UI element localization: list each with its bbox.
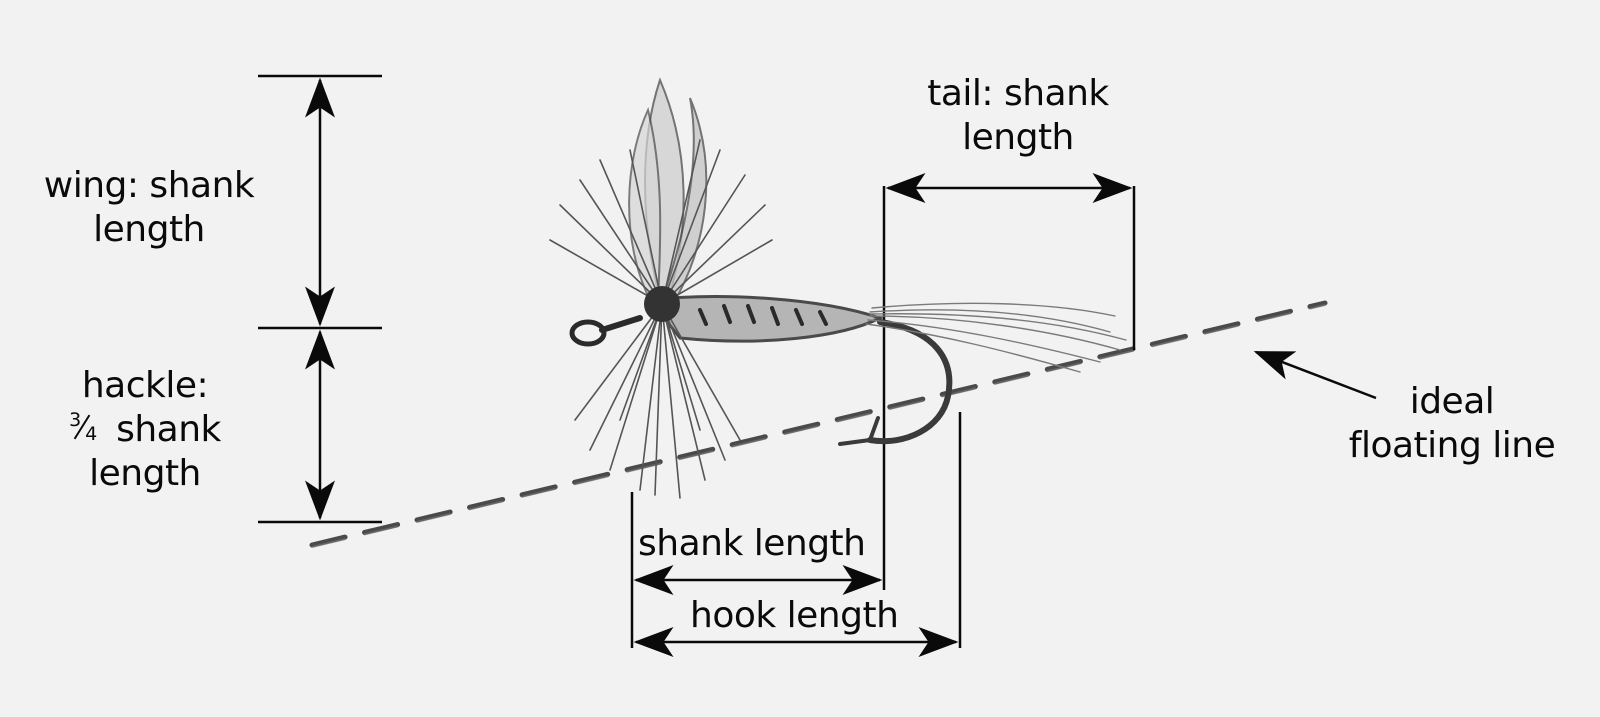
shank-length-label: shank length (638, 523, 866, 564)
floating-line-pointer (1253, 350, 1377, 400)
hook-point (838, 416, 880, 446)
wing-hackle-dimension (258, 74, 382, 524)
fly-body (647, 295, 884, 343)
hook-length-label: hook length (690, 595, 899, 636)
tail-fibers (865, 302, 1127, 373)
hackle-collar (644, 286, 680, 322)
shank-hook-dimensions (630, 412, 962, 657)
wing-label: wing: shank length (43, 165, 255, 250)
tail-label: tail: shank length (927, 73, 1109, 158)
tail-dimension (882, 173, 1136, 590)
dry-fly-sketch (549, 77, 1127, 499)
hook-eye (569, 319, 607, 347)
hackle-fibers (549, 139, 773, 499)
floating-line (309, 300, 1328, 548)
wings (628, 77, 708, 303)
floating-line-label: ideal floating line (1348, 381, 1556, 466)
hook-bend (867, 319, 953, 445)
